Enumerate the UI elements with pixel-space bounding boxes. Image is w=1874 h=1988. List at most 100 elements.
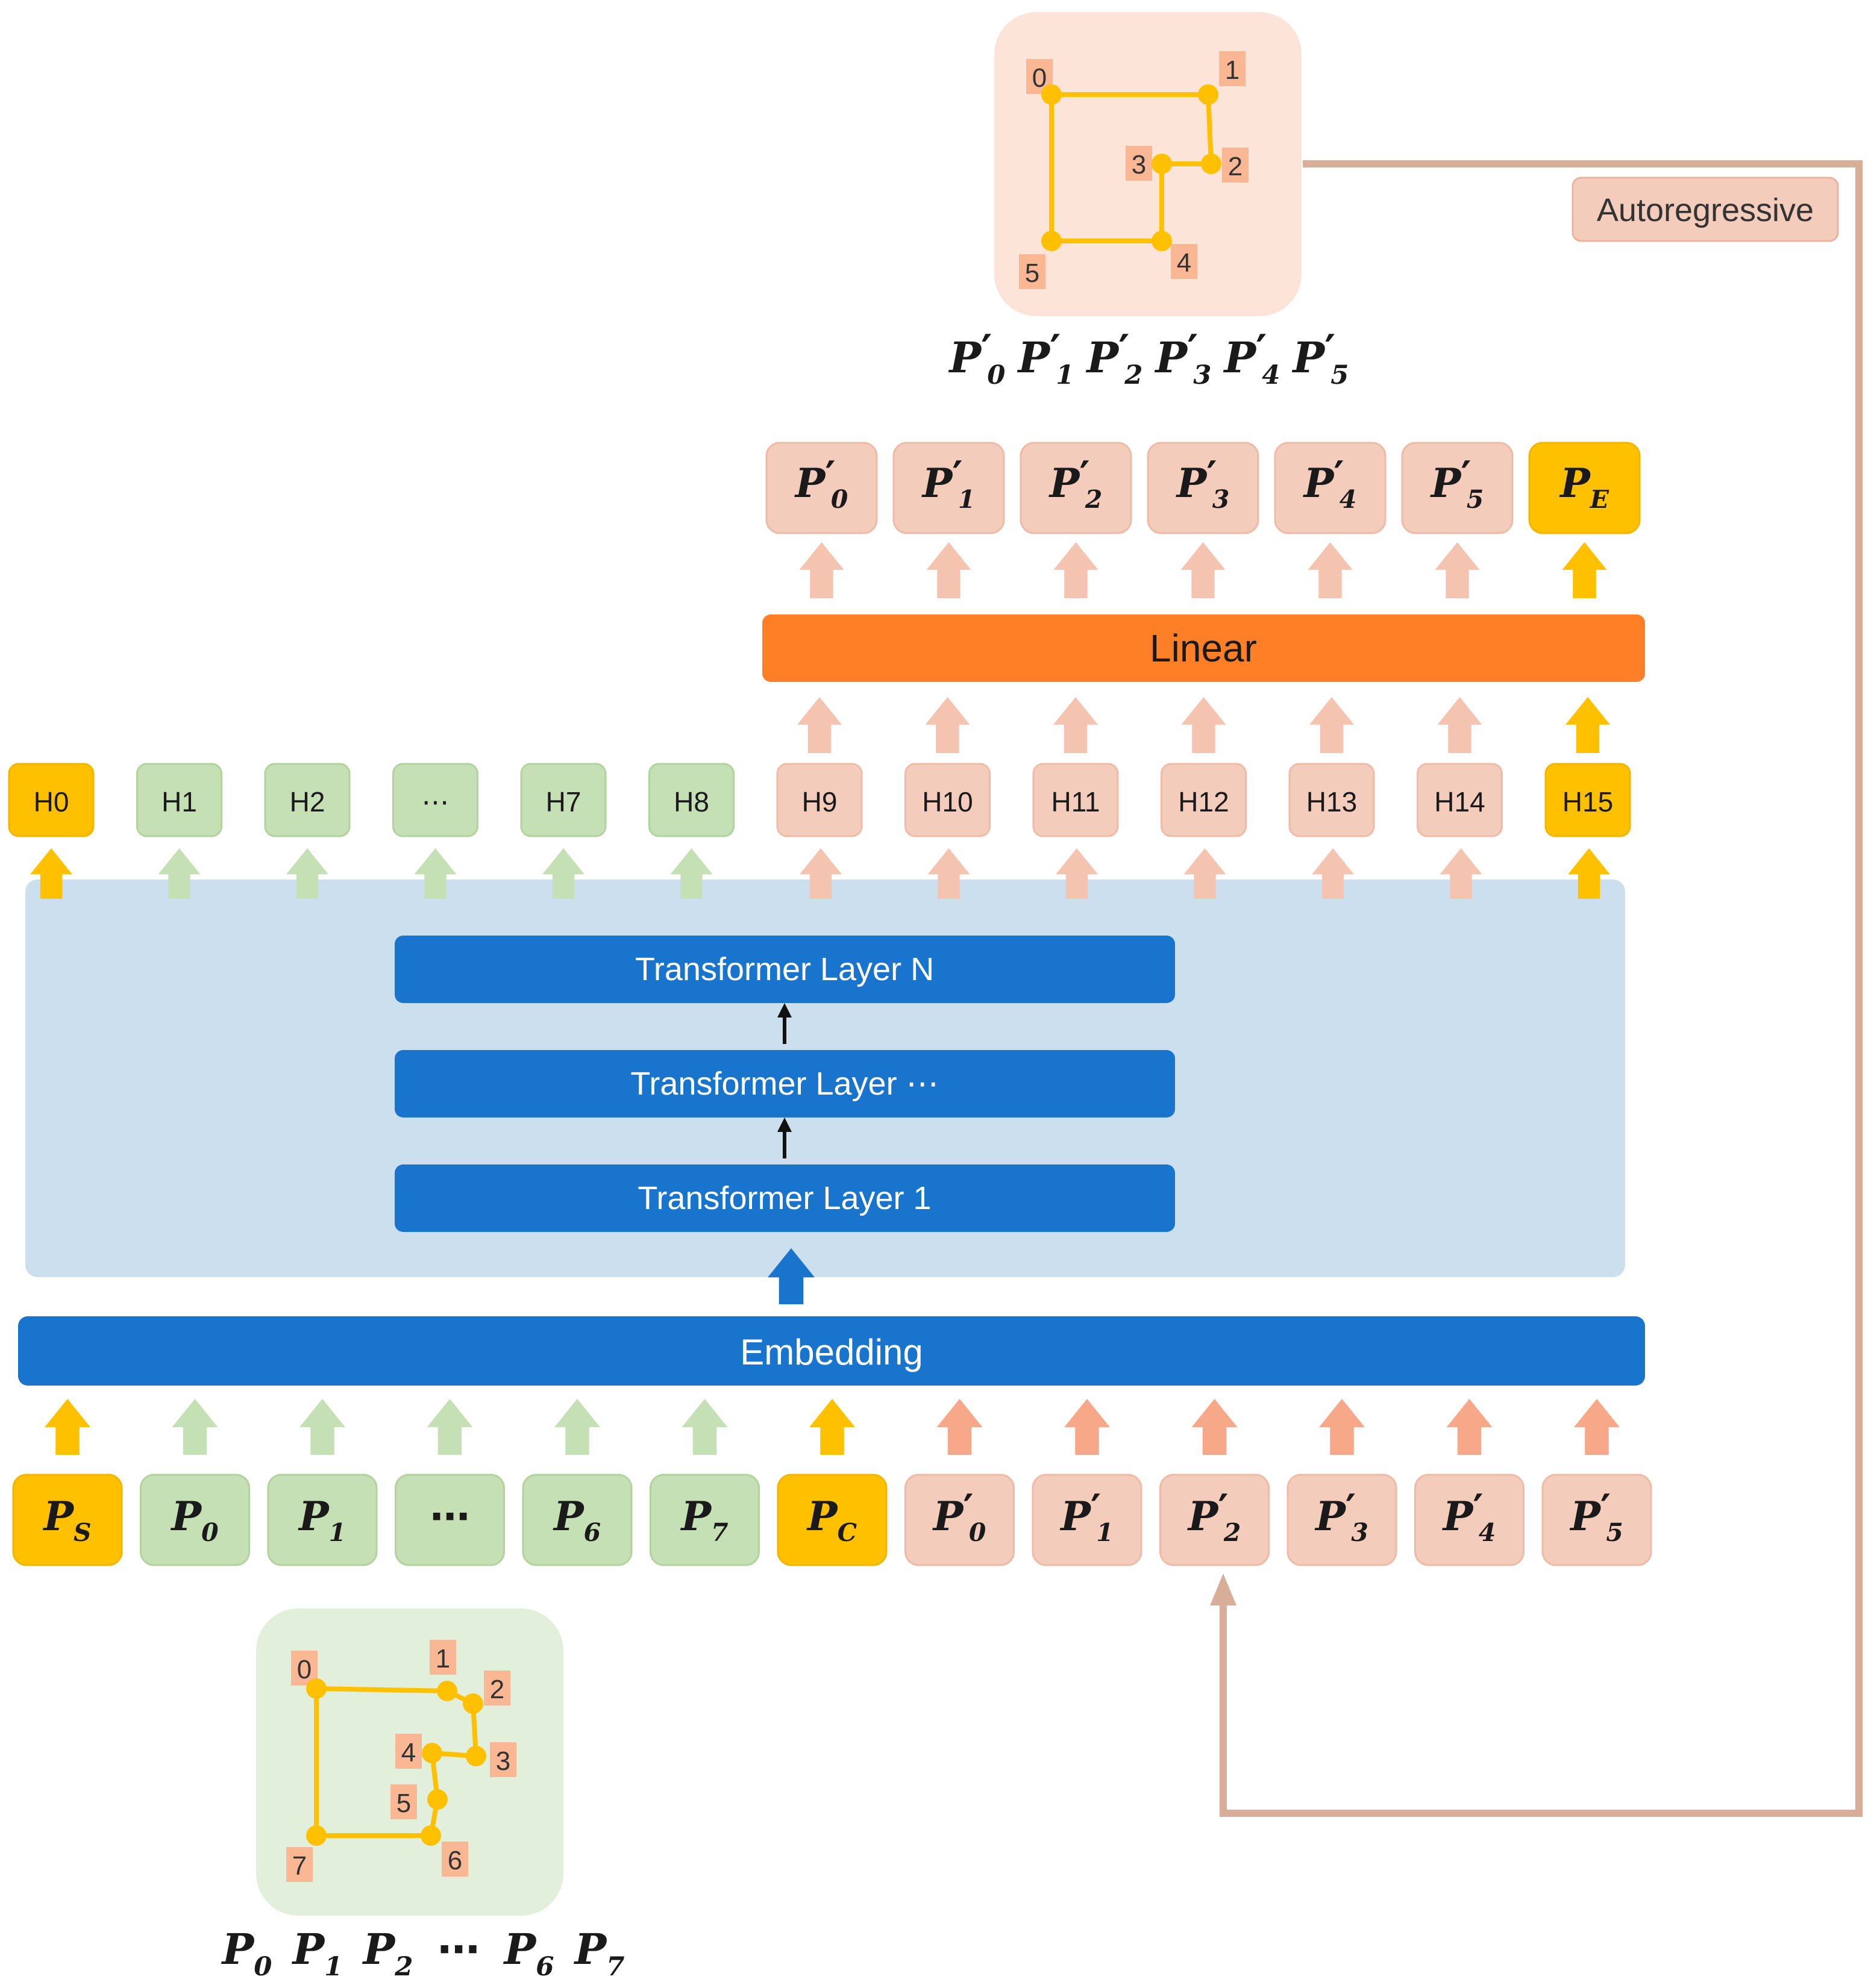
input-token-label: PC <box>806 1493 857 1547</box>
input-token-label: P′2 <box>1187 1486 1241 1547</box>
vertex-label: 4 <box>401 1738 416 1768</box>
input-arrow <box>427 1399 473 1455</box>
linear-input-arrow <box>1053 697 1098 753</box>
hidden-state-label: H0 <box>34 786 69 817</box>
hidden-state-box <box>136 763 222 837</box>
vertex-point <box>463 1693 483 1714</box>
vertex-label-box <box>430 1640 456 1675</box>
vertex-label: 6 <box>448 1846 462 1875</box>
hidden-state-label: H15 <box>1562 786 1613 817</box>
embedding-layer: Embedding <box>18 1316 1645 1386</box>
hidden-state-box <box>392 763 478 837</box>
hidden-state-label: H7 <box>546 786 581 817</box>
hidden-state-box <box>520 763 607 837</box>
hidden-state-arrow <box>1312 848 1354 899</box>
output-arrow <box>1435 542 1480 598</box>
output-token-label: P′2 <box>1048 452 1103 514</box>
vertex-point <box>466 1746 486 1766</box>
transformer-layer-box <box>395 1050 1175 1117</box>
hidden-state-box <box>776 763 863 837</box>
input-token-box <box>12 1474 123 1566</box>
output-token-box <box>1274 442 1387 534</box>
input-arrow <box>1446 1399 1493 1455</box>
vertex-point <box>1041 84 1062 105</box>
hidden-state-box <box>904 763 991 837</box>
input-arrow <box>1191 1399 1238 1455</box>
vertex-label-box <box>1019 254 1045 289</box>
hidden-state-label: H2 <box>290 786 325 817</box>
input-token-label: PS <box>42 1493 91 1547</box>
input-token-label: P0 <box>170 1493 218 1547</box>
output-token-box <box>1147 442 1259 534</box>
polygon-caption-token: P′1 <box>1017 325 1074 390</box>
transformer-layer-label: Transformer Layer ⋯ <box>630 1066 938 1102</box>
hidden-state-arrows <box>30 848 1610 899</box>
polygon-caption-token: P′0 <box>948 325 1006 390</box>
input-token-label: P′4 <box>1442 1486 1496 1547</box>
input-token-box <box>1032 1474 1142 1566</box>
output-token-box <box>1020 442 1132 534</box>
input-token-label: ⋯ <box>430 1494 470 1539</box>
output-arrow <box>1308 542 1353 598</box>
input-token-label: P6 <box>553 1493 601 1547</box>
hidden-state-box <box>264 763 351 837</box>
polygon-caption-token: P7 <box>574 1924 625 1982</box>
output-arrows <box>799 542 1607 598</box>
output-arrow <box>799 542 844 598</box>
hidden-state-label: H8 <box>674 786 709 817</box>
input-arrow <box>172 1399 218 1455</box>
linear-input-arrow <box>1309 697 1354 753</box>
polygon-caption-token: P0 <box>221 1924 272 1982</box>
embedding-label: Embedding <box>740 1332 923 1372</box>
input-token-box <box>522 1474 633 1566</box>
vertex-label: 5 <box>396 1789 411 1818</box>
layer-connector-head <box>777 1117 792 1132</box>
input-token-box <box>1414 1474 1525 1566</box>
autoregressive-loop <box>1220 160 1863 1817</box>
vertex-label-box <box>1126 146 1152 181</box>
input-arrow <box>936 1399 983 1455</box>
layer-connector-head <box>777 1003 792 1017</box>
output-token-box <box>892 442 1005 534</box>
output-arrow <box>1562 542 1607 598</box>
vertex-label-box <box>395 1734 422 1769</box>
input-token-label: P1 <box>298 1493 346 1547</box>
autoregressive-label: Autoregressive <box>1597 192 1814 228</box>
hidden-state-arrow <box>542 848 584 899</box>
polygon-caption-token: P′4 <box>1223 325 1280 390</box>
autoregressive-loop-arrowhead <box>1210 1574 1236 1605</box>
hidden-state-box <box>1161 763 1247 837</box>
polygon-caption-token: P′5 <box>1292 325 1349 390</box>
vertex-point <box>1201 154 1221 174</box>
vertex-point <box>1198 84 1218 105</box>
vertex-label: 3 <box>496 1746 510 1776</box>
input-token-box <box>904 1474 1015 1566</box>
hidden-state-label: H12 <box>1178 786 1229 817</box>
hidden-state-arrow <box>1056 848 1098 899</box>
vertex-label-box <box>390 1784 417 1819</box>
linear-input-arrow <box>1181 697 1226 753</box>
hidden-state-arrow <box>927 848 970 899</box>
output-arrow <box>1053 542 1098 598</box>
hidden-state-box <box>1032 763 1119 837</box>
hidden-state-arrow <box>670 848 713 899</box>
input-arrow <box>554 1399 600 1455</box>
polygon-caption-token: P2 <box>362 1924 413 1982</box>
hidden-state-label: H11 <box>1051 786 1100 817</box>
vertex-point <box>422 1743 442 1763</box>
input-arrow <box>1319 1399 1365 1455</box>
vertex-label: 7 <box>292 1851 307 1881</box>
vertex-label: 3 <box>1132 150 1146 180</box>
hidden-state-arrow <box>1568 848 1610 899</box>
output-token-label: P′1 <box>921 452 976 514</box>
hidden-state-arrow <box>800 848 842 899</box>
input-token-label: P′1 <box>1059 1486 1114 1547</box>
